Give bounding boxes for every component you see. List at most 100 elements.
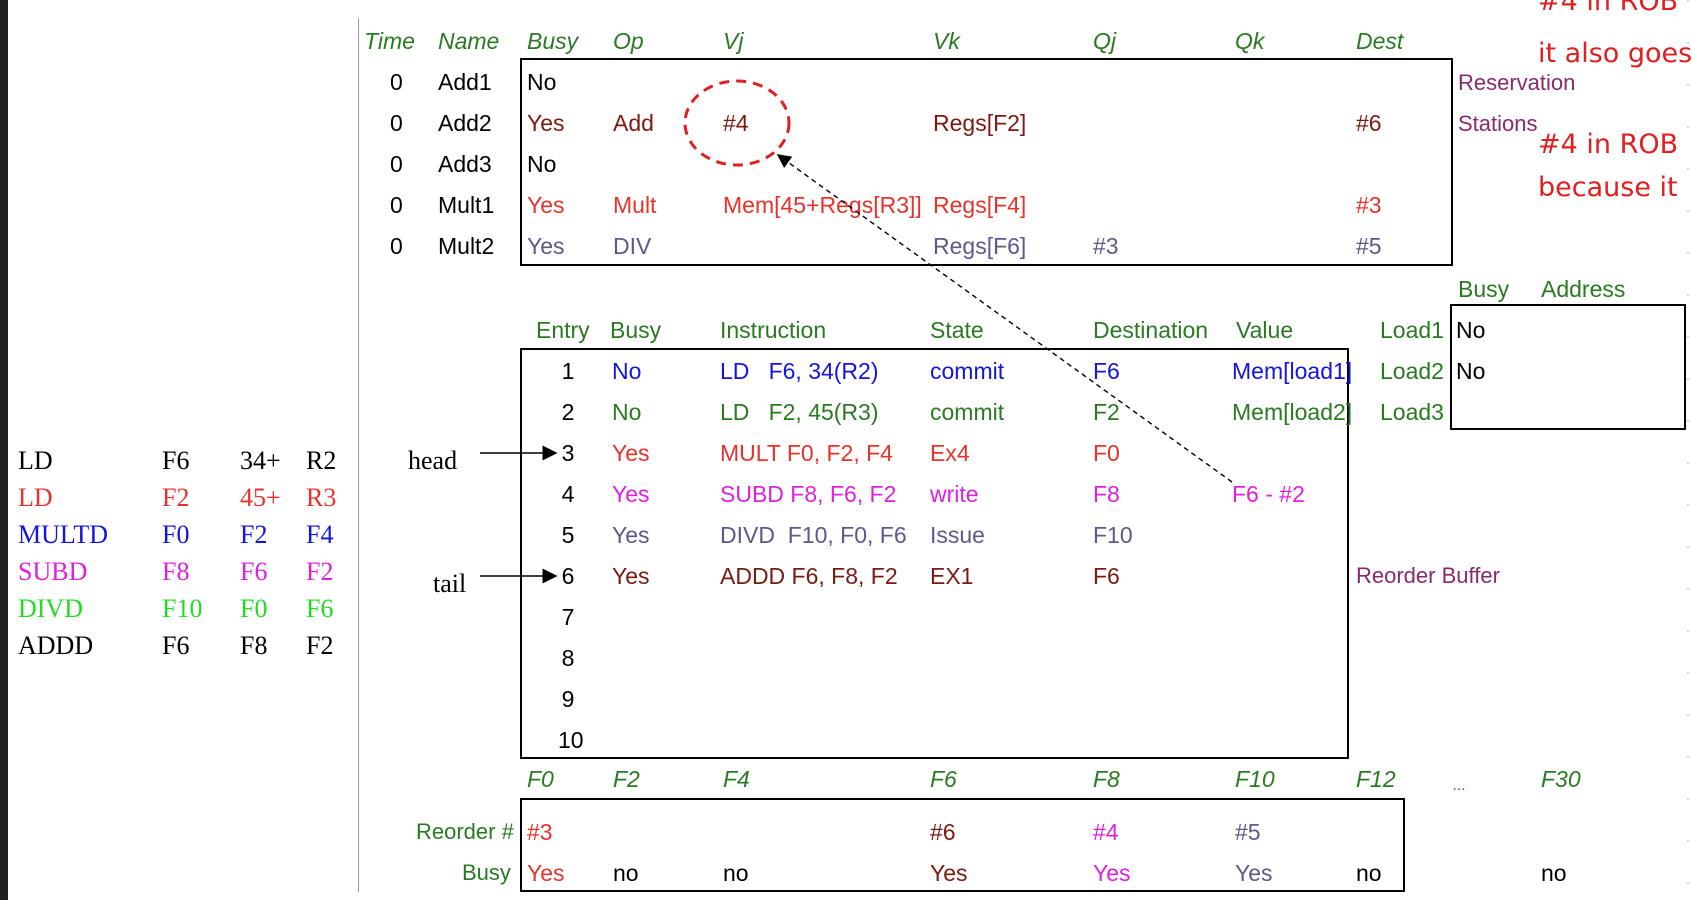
program-operand: 45+ [240,483,281,512]
rs-header-qk: Qk [1235,28,1265,54]
rob-busy: Yes [612,440,650,466]
stations-label: Stations [1458,111,1538,136]
rob-entry: 9 [561,686,575,712]
rob-header-instruction: Instruction [720,317,827,343]
program-operand: F6 [162,631,190,660]
program-operand: F0 [240,594,268,623]
rob-busy: No [612,399,642,425]
rob-value: Mem[load1] [1232,358,1353,384]
rs-op: Mult [613,192,657,218]
rob-header-entry: Entry [536,317,590,343]
rob-destination: F2 [1093,399,1120,425]
rs-busy: No [527,151,557,177]
rob-destination: F6 [1093,563,1120,589]
register-name: F12 [1356,766,1396,792]
left-edge-bar [0,0,8,900]
program-opcode: ADDD [18,631,94,660]
program-operand: F8 [240,631,268,660]
reorder-number-label: Reorder # [416,819,514,844]
rob-state: Issue [930,522,985,548]
register-reorder-value: #3 [527,819,553,845]
rob-state: write [930,481,979,507]
program-opcode: SUBD [18,557,88,586]
rs-time: 0 [390,110,403,136]
rs-name: Add3 [438,151,492,177]
rob-entry: 1 [561,358,575,384]
load-buffer-box [1450,304,1686,430]
register-name: F6 [930,766,957,792]
program-operand: 34+ [240,446,281,475]
head-label: head [408,446,458,475]
rob-entry: 6 [561,563,575,589]
register-busy-value: no [1541,860,1567,886]
register-reorder-value: #6 [930,819,956,845]
rs-name: Add2 [438,110,492,136]
register-busy-value: no [613,860,639,886]
rob-header-state: State [930,317,984,343]
reservation-label: Reservation [1458,70,1576,95]
rob-entry: 8 [561,645,575,671]
rob-value: Mem[load2] [1232,399,1353,425]
program-opcode: LD [18,483,53,512]
rs-time: 0 [390,233,403,259]
annotation-line-2: it also goes [1538,38,1692,69]
rob-state: EX1 [930,563,974,589]
rs-vk: Regs[F6] [933,233,1027,259]
load-name: Load3 [1380,399,1444,425]
rs-vj: #4 [723,110,749,136]
rs-header-op: Op [613,28,644,54]
rob-header-busy: Busy [610,317,662,343]
load-address-header: Address [1541,276,1626,302]
register-busy-label: Busy [462,860,511,885]
program-opcode: LD [18,446,53,475]
rs-time: 0 [390,151,403,177]
rob-header-value: Value [1236,317,1294,343]
program-operand: F4 [306,520,334,549]
rs-header-name: Name [438,28,500,54]
rs-op: Add [613,110,654,136]
register-name: F30 [1541,766,1581,792]
rs-vk: Regs[F2] [933,110,1027,136]
register-name: F4 [723,766,750,792]
rs-header-time: Time [364,28,415,54]
program-operand: F6 [240,557,268,586]
program-operand: F2 [240,520,268,549]
rob-entry: 2 [561,399,575,425]
rs-name: Add1 [438,69,492,95]
rs-vj: Mem[45+Regs[R3]] [723,192,922,218]
tail-label: tail [433,569,467,598]
rs-dest: #3 [1356,192,1382,218]
program-operand: F2 [306,631,334,660]
rs-op: DIV [613,233,652,259]
rs-time: 0 [390,69,403,95]
rob-busy: Yes [612,563,650,589]
rob-value: F6 - #2 [1232,481,1305,507]
rs-busy: Yes [527,110,565,136]
load-busy: No [1456,358,1486,384]
rob-entry: 7 [561,604,575,630]
register-reorder-value: #5 [1235,819,1261,845]
load-name: Load1 [1380,317,1444,343]
rs-busy: No [527,69,557,95]
annotation-line-4: because it [1538,172,1678,203]
reorder-buffer-label: Reorder Buffer [1356,563,1500,588]
register-busy-value: Yes [1093,860,1131,886]
rob-destination: F10 [1093,522,1133,548]
program-operand: F0 [162,520,190,549]
program-operand: F8 [162,557,190,586]
rob-instruction: LD F6, 34(R2) [720,358,879,384]
rs-vk: Regs[F4] [933,192,1027,218]
rs-dest: #5 [1356,233,1382,259]
rob-busy: Yes [612,522,650,548]
register-busy-value: Yes [527,860,565,886]
program-opcode: DIVD [18,594,83,623]
rob-instruction: ADDD F6, F8, F2 [720,563,898,589]
rob-entry: 10 [558,727,584,753]
register-name: F10 [1235,766,1275,792]
annotation-line-1: #4 in ROB [1538,0,1679,17]
rs-name: Mult1 [438,192,495,218]
register-name: ... [1453,777,1467,794]
rs-dest: #6 [1356,110,1382,136]
rob-instruction: MULT F0, F2, F4 [720,440,893,466]
